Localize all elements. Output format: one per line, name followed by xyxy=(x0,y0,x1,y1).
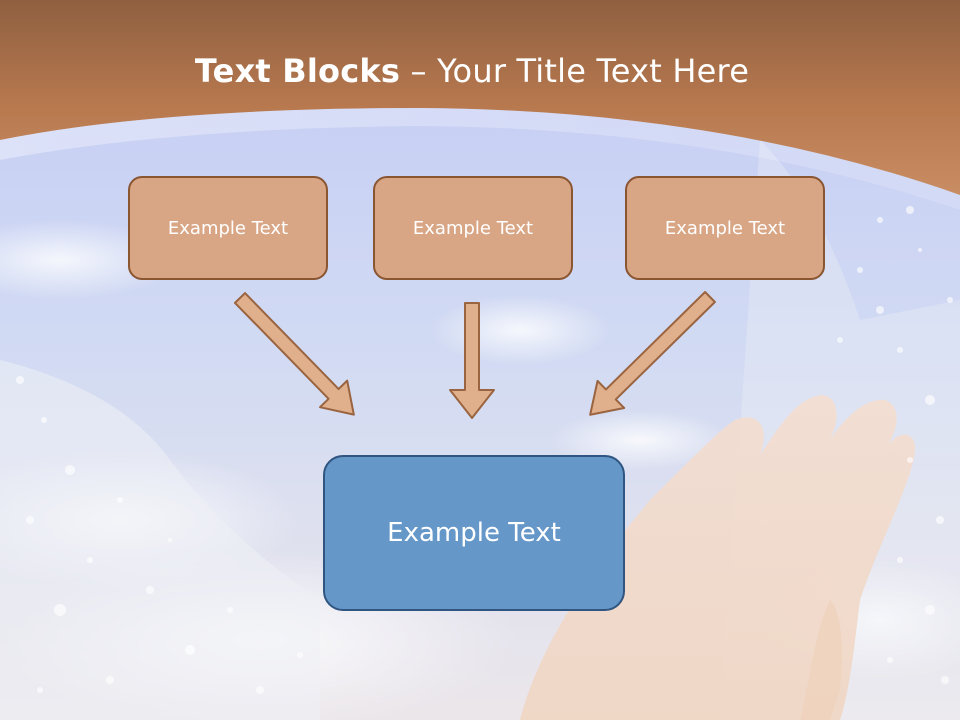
title-separator: – xyxy=(400,52,438,90)
bottom-text-block[interactable]: Example Text xyxy=(323,455,625,611)
top-text-block-3[interactable]: Example Text xyxy=(625,176,825,280)
slide-title: Text Blocks – Your Title Text Here xyxy=(0,52,944,90)
top-text-block-1[interactable]: Example Text xyxy=(128,176,328,280)
title-rest: Your Title Text Here xyxy=(437,52,750,90)
top-text-block-2[interactable]: Example Text xyxy=(373,176,573,280)
title-bold-part: Text Blocks xyxy=(194,52,401,90)
